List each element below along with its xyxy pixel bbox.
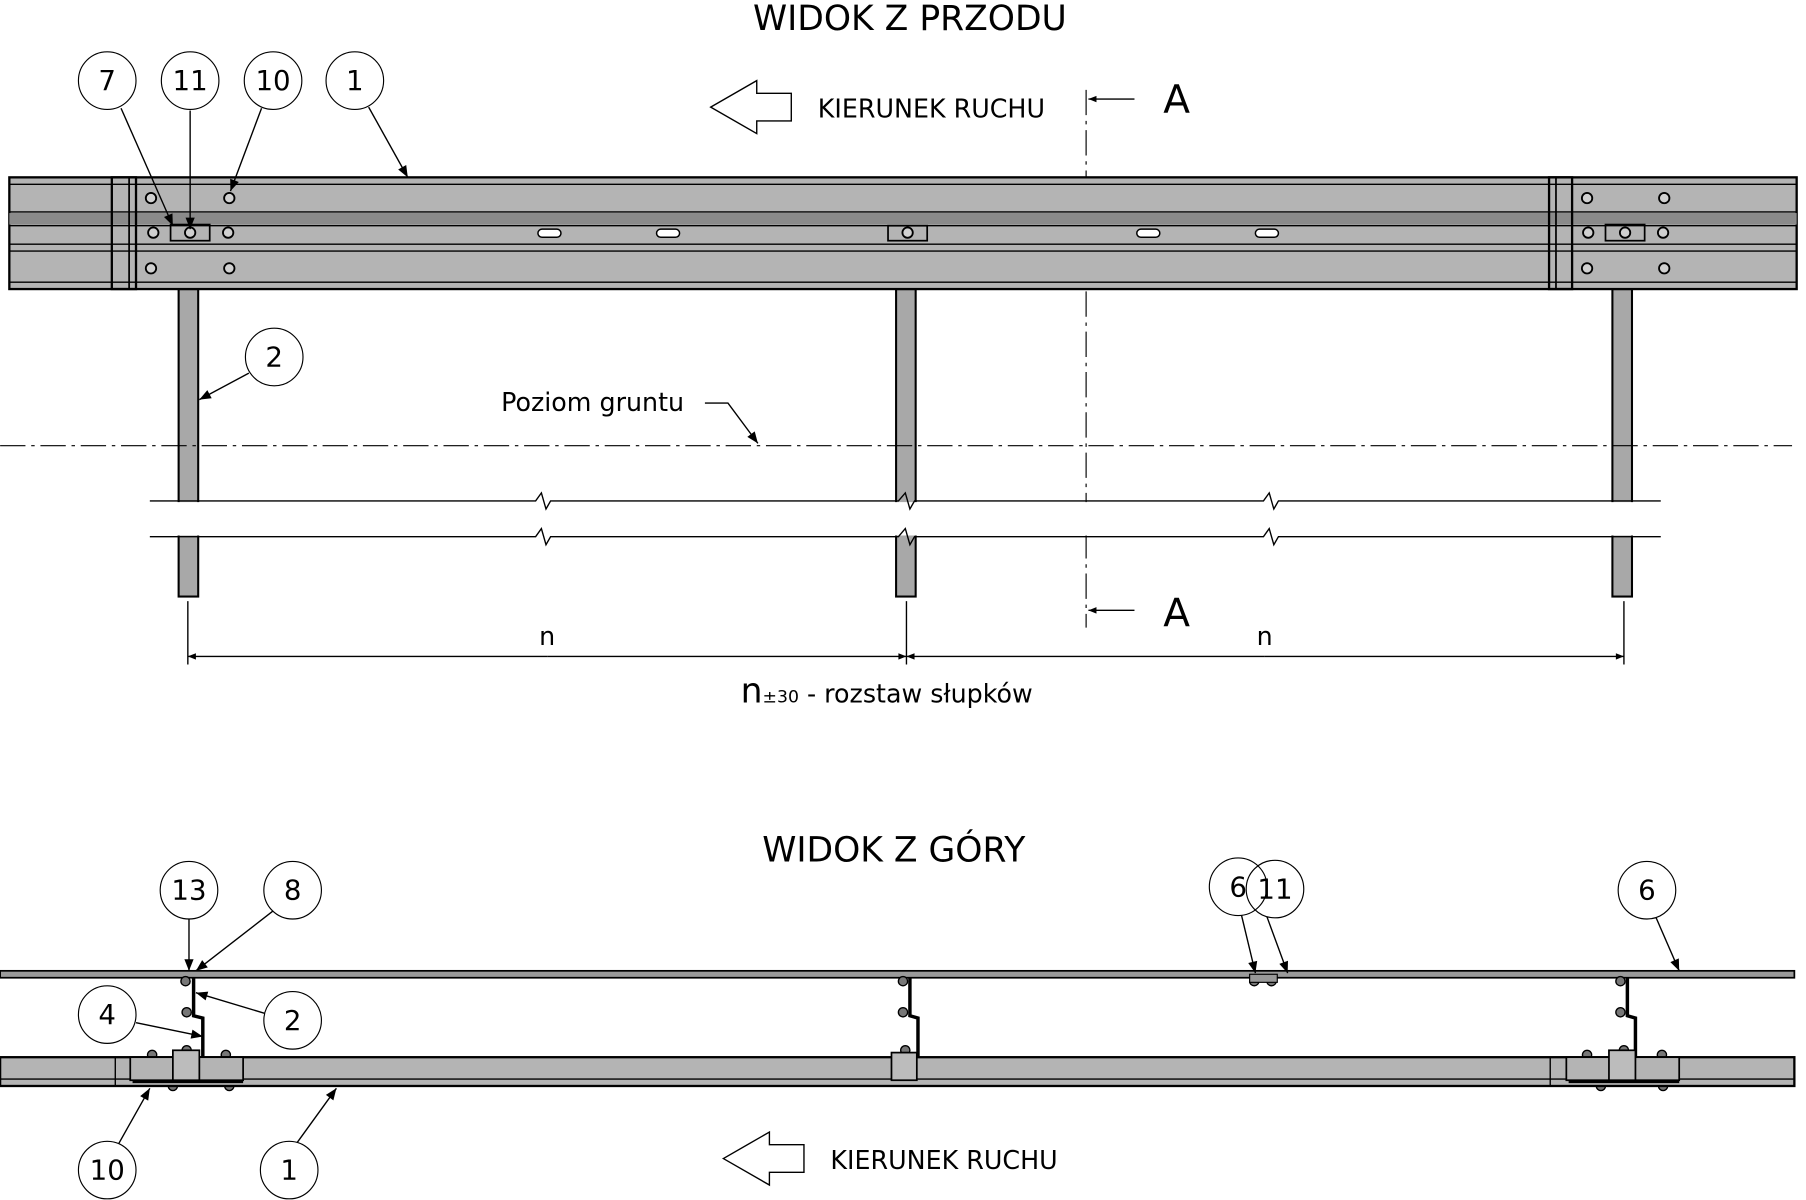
svg-text:1: 1: [346, 64, 364, 97]
break-lines: [149, 491, 1661, 547]
spacing-text: - rozstaw słupków: [799, 678, 1033, 708]
callout: 10: [243, 51, 303, 110]
direction-label: KIERUNEK RUCHU: [830, 1145, 1057, 1175]
svg-text:11: 11: [1257, 873, 1292, 906]
callout: 6: [1617, 860, 1677, 920]
top-view-title: WIDOK Z GÓRY: [762, 829, 1026, 870]
callout: 8: [263, 860, 323, 920]
ground-label: Poziom gruntu: [501, 387, 684, 417]
callout: 6: [1208, 857, 1268, 917]
section-mark-bottom: A: [1163, 591, 1190, 636]
callout: 10: [77, 1140, 137, 1200]
svg-text:2: 2: [284, 1004, 302, 1037]
svg-text:7: 7: [98, 64, 116, 97]
callout: 13: [159, 860, 219, 920]
front-rail: [0, 1049, 1796, 1088]
front-view-title: WIDOK Z PRZODU: [753, 0, 1067, 39]
svg-text:11: 11: [173, 64, 208, 97]
callout: 1: [259, 1140, 319, 1200]
svg-text:4: 4: [98, 998, 116, 1031]
dimension-right: n: [1257, 621, 1273, 651]
dimension-spacing: n n: [187, 601, 1625, 665]
callout: 4: [77, 985, 137, 1044]
callout: 2: [244, 327, 304, 387]
svg-text:10: 10: [90, 1154, 125, 1187]
spacing-symbol: n: [741, 671, 763, 711]
spacing-caption: n±30 - rozstaw słupków: [741, 671, 1033, 711]
front-view: WIDOK Z PRZODU KIERUNEK RUCHU A A: [0, 0, 1798, 711]
svg-text:1: 1: [280, 1154, 298, 1187]
direction-label: KIERUNEK RUCHU: [818, 93, 1045, 123]
posts: [177, 288, 1634, 598]
callout: 11: [1245, 859, 1305, 919]
svg-text:10: 10: [255, 64, 290, 97]
guardrail-beam: [8, 176, 1798, 291]
top-view: WIDOK Z GÓRY: [0, 829, 1796, 1200]
callout: 7: [77, 51, 137, 110]
direction-arrow-icon: [709, 79, 792, 135]
spacing-tolerance: ±30: [763, 687, 799, 707]
svg-text:6: 6: [1229, 870, 1247, 903]
direction-arrow-icon: [721, 1130, 805, 1187]
dimension-left: n: [539, 621, 555, 651]
svg-text:2: 2: [265, 341, 283, 374]
callout: 1: [325, 51, 385, 110]
rear-rail: [0, 969, 1796, 979]
callout: 2: [263, 990, 323, 1050]
post-profiles: [191, 977, 1638, 1058]
callout: 11: [160, 51, 220, 110]
svg-text:13: 13: [171, 874, 206, 907]
svg-text:8: 8: [284, 874, 302, 907]
svg-text:6: 6: [1638, 874, 1656, 907]
section-mark-top: A: [1163, 78, 1190, 123]
